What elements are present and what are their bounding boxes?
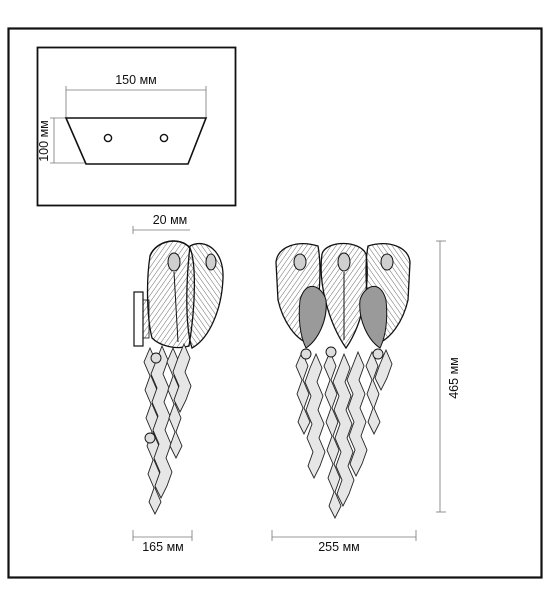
wall-bracket: [133, 291, 144, 347]
side-crystal-strands: [143, 342, 192, 516]
front-crystal-strands: [295, 346, 393, 520]
side-depth-label: 165 мм: [142, 540, 184, 554]
mount-hole-right: [159, 133, 169, 143]
mount-plate-inset: 150 мм 100 мм: [36, 46, 237, 207]
mount-height-label: 100 мм: [37, 120, 51, 162]
outer-frame: [7, 27, 543, 579]
front-leaf-mid-left: [298, 286, 327, 349]
mount-plate: [64, 117, 208, 165]
mount-hole-left: [103, 133, 113, 143]
side-depth-small-label: 20 мм: [153, 213, 188, 227]
front-width-label: 255 мм: [318, 540, 360, 554]
front-leaf-mid-right: [359, 286, 388, 349]
total-height-label: 465 мм: [447, 357, 461, 399]
side-view: 20 мм 165 мм: [132, 213, 224, 554]
mount-width-label: 150 мм: [115, 73, 157, 87]
front-view: 255 мм 465 мм: [271, 240, 461, 554]
